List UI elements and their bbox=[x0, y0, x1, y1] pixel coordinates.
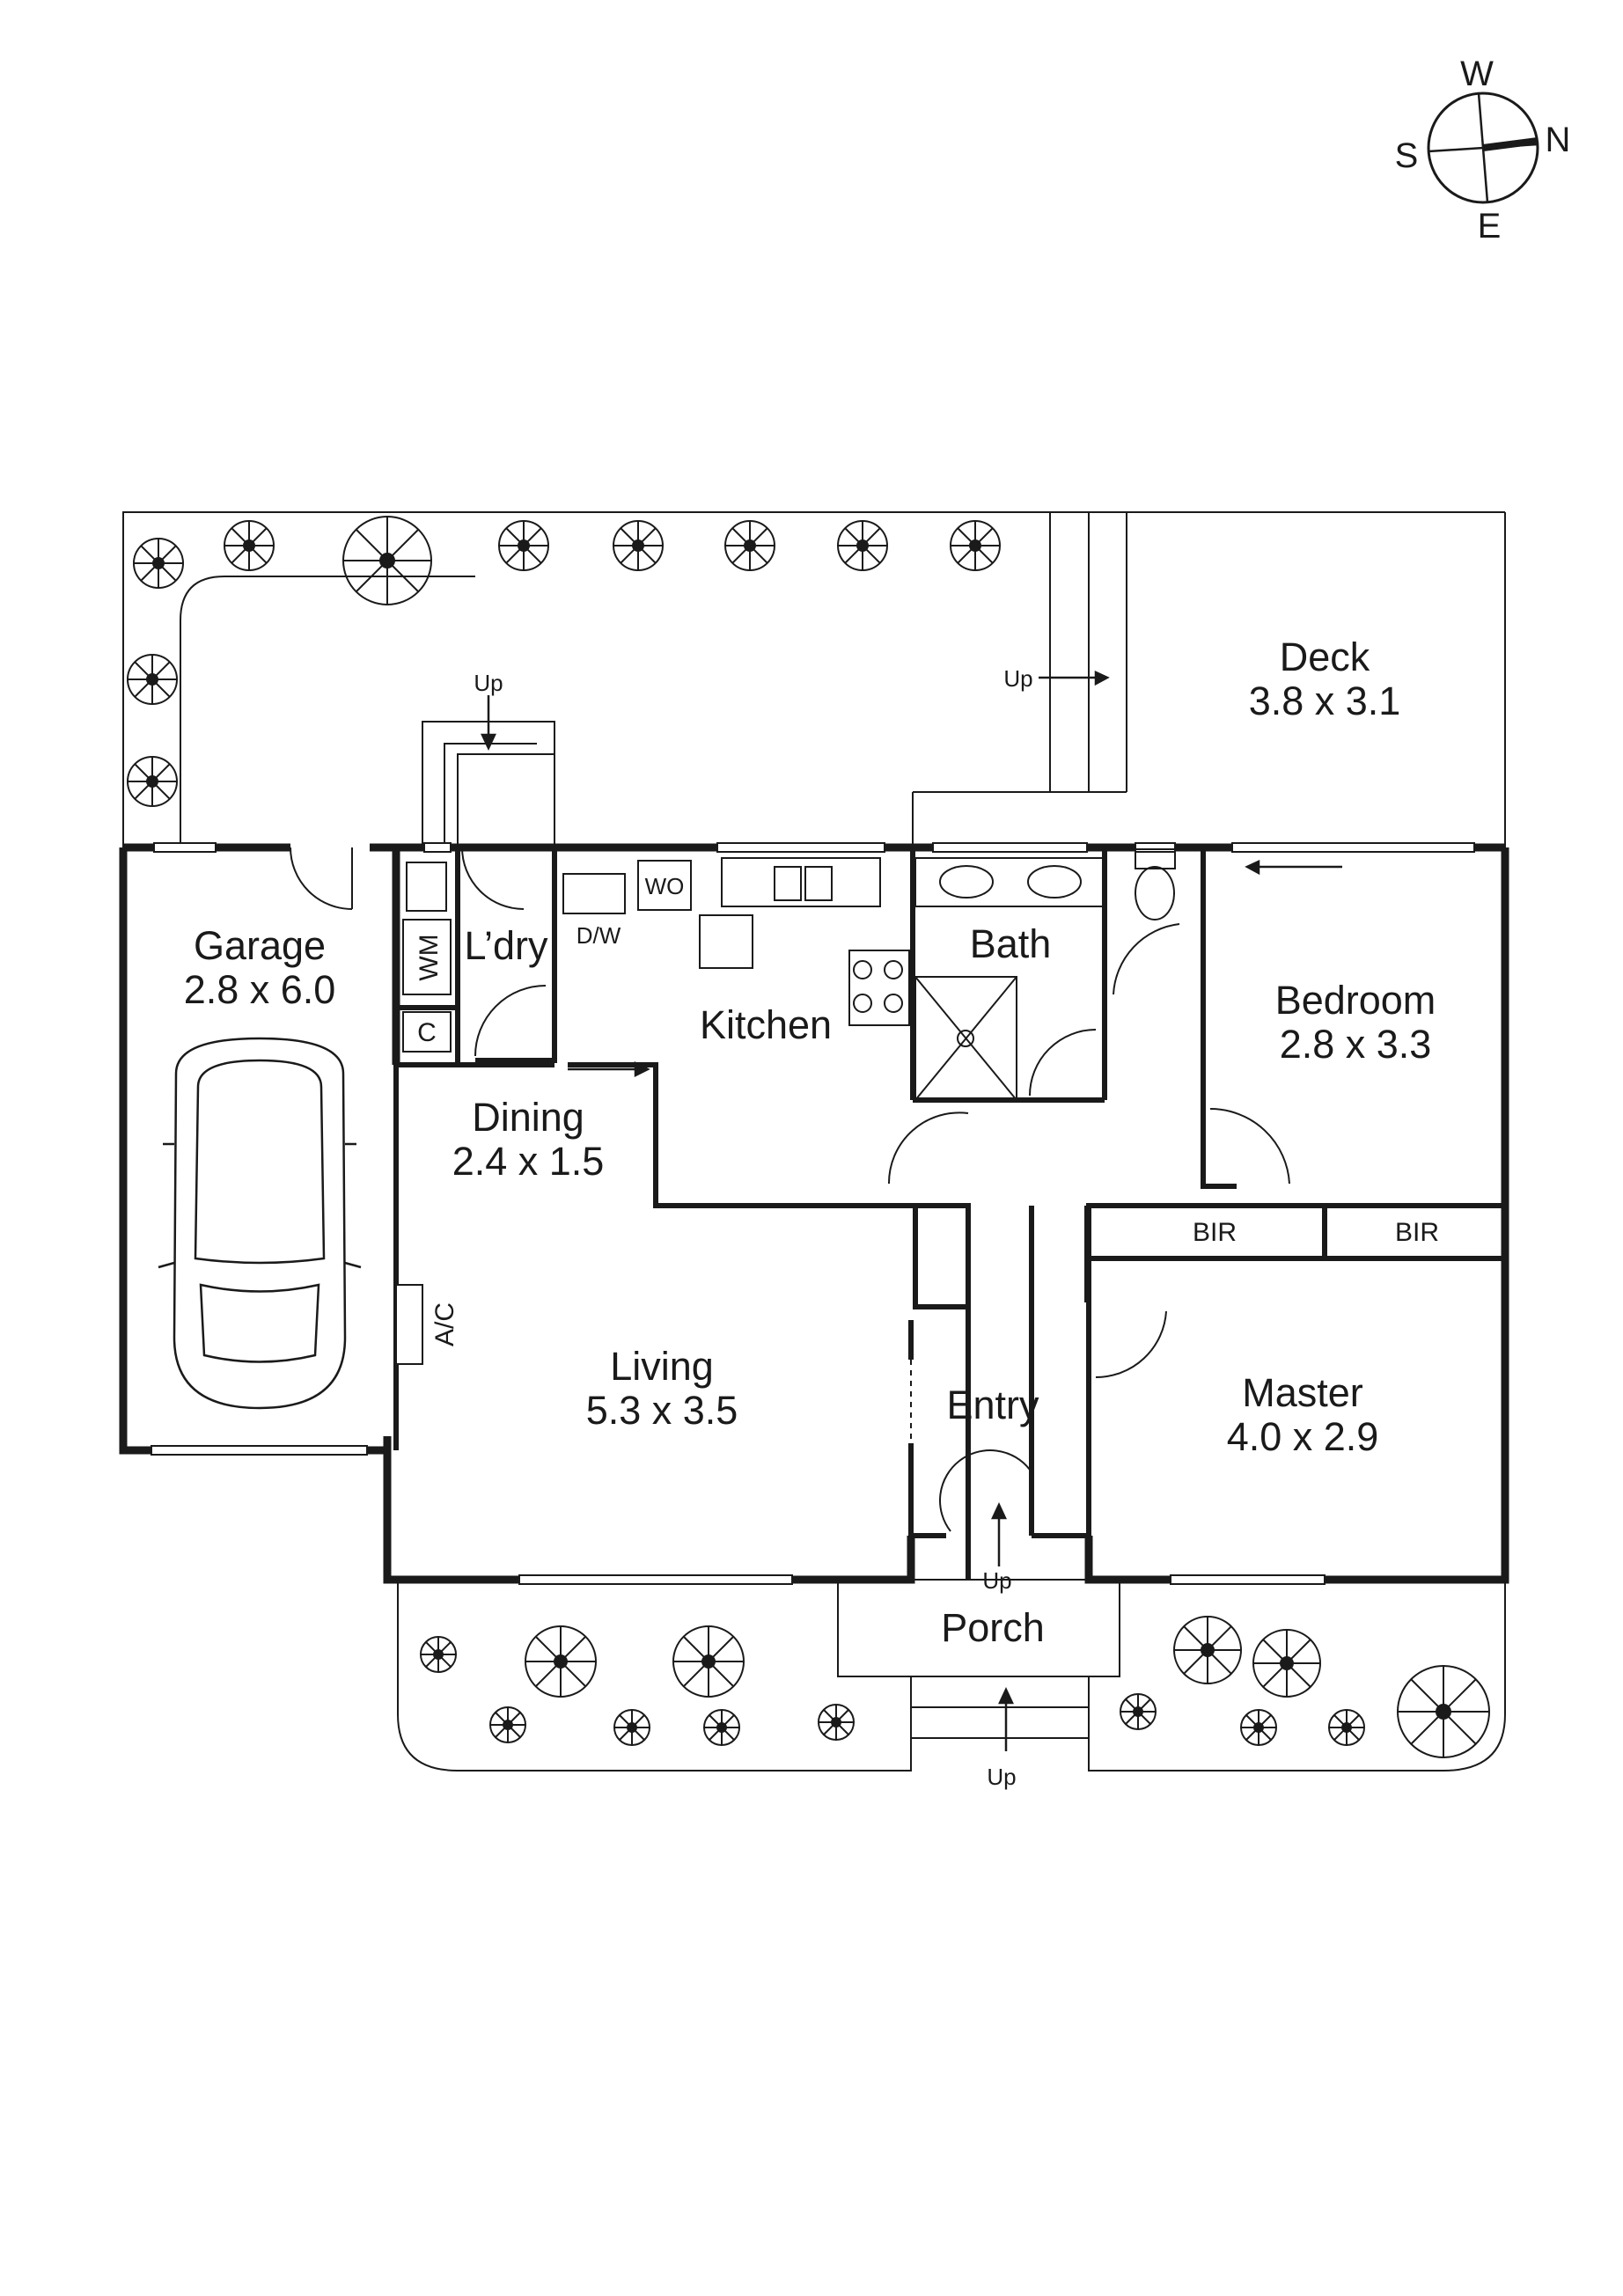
tree-icon bbox=[613, 1709, 650, 1746]
bir-bedroom-label: BIR bbox=[1395, 1218, 1439, 1247]
windows bbox=[151, 842, 1475, 1585]
bir-master-label: BIR bbox=[1193, 1218, 1237, 1247]
laundry-up-label: Up bbox=[474, 670, 503, 696]
tree-icon bbox=[950, 520, 1001, 571]
car-icon bbox=[158, 1037, 362, 1410]
living-name: Living bbox=[610, 1344, 714, 1389]
tree-icon bbox=[489, 1706, 526, 1743]
interior-walls bbox=[393, 847, 1505, 1580]
porch-name: Porch bbox=[941, 1605, 1045, 1650]
tree-icon bbox=[224, 520, 275, 571]
site-outline bbox=[122, 511, 1506, 1772]
tree-icon bbox=[724, 520, 775, 571]
bedroom-size: 2.8 x 3.3 bbox=[1280, 1022, 1432, 1067]
wall-oven-label: WO bbox=[645, 873, 685, 899]
tree-icon bbox=[1252, 1629, 1321, 1698]
kitchen-name: Kitchen bbox=[700, 1002, 832, 1047]
tree-icon bbox=[1173, 1616, 1242, 1684]
tree-icon bbox=[1120, 1693, 1157, 1730]
washing-machine-label: WM bbox=[415, 934, 444, 980]
compass-north-label: N bbox=[1546, 121, 1571, 159]
bath-name: Bath bbox=[970, 921, 1052, 966]
garage-name: Garage bbox=[194, 923, 326, 968]
tree-icon bbox=[420, 1636, 457, 1673]
tree-icon bbox=[1397, 1665, 1490, 1758]
deck-size: 3.8 x 3.1 bbox=[1249, 679, 1401, 723]
tree-icon bbox=[127, 756, 178, 807]
tree-icon bbox=[613, 520, 664, 571]
porch-up-label: Up bbox=[987, 1764, 1016, 1790]
arrows bbox=[481, 671, 1342, 1751]
tree-icon bbox=[1328, 1709, 1365, 1746]
compass: W N S E bbox=[1395, 55, 1571, 246]
fixtures bbox=[402, 848, 1176, 1101]
garage-size: 2.8 x 6.0 bbox=[184, 967, 336, 1012]
cupboard-label: C bbox=[417, 1018, 437, 1047]
dishwasher-label: D/W bbox=[576, 922, 621, 949]
entry-name: Entry bbox=[946, 1383, 1039, 1427]
tree-icon bbox=[837, 520, 888, 571]
tree-icon bbox=[498, 520, 549, 571]
tree-icon bbox=[133, 538, 184, 589]
master-name: Master bbox=[1242, 1370, 1363, 1415]
bedroom-name: Bedroom bbox=[1275, 978, 1436, 1023]
compass-west-label: W bbox=[1460, 55, 1494, 93]
living-size: 5.3 x 3.5 bbox=[586, 1388, 738, 1433]
compass-south-label: S bbox=[1395, 136, 1419, 175]
tree-icon bbox=[818, 1704, 855, 1741]
door-swings bbox=[290, 847, 1290, 1532]
laundry-name: L’dry bbox=[464, 923, 548, 968]
master-size: 4.0 x 2.9 bbox=[1227, 1414, 1379, 1459]
tree-icon bbox=[672, 1625, 745, 1698]
tree-icon bbox=[127, 654, 178, 705]
tree-icon bbox=[342, 516, 432, 605]
room-labels: Deck 3.8 x 3.1 Garage 2.8 x 6.0 L’dry Ki… bbox=[184, 635, 1436, 1650]
entry-up-label: Up bbox=[982, 1567, 1011, 1594]
deck-name: Deck bbox=[1280, 635, 1370, 679]
tree-icon bbox=[525, 1625, 597, 1698]
stair-labels: Up Up Up Up bbox=[474, 665, 1032, 1790]
tree-icon bbox=[1240, 1709, 1277, 1746]
compass-east-label: E bbox=[1478, 207, 1502, 246]
dining-name: Dining bbox=[472, 1095, 584, 1140]
deck-up-label: Up bbox=[1003, 665, 1032, 692]
air-conditioner-label: A/C bbox=[430, 1302, 459, 1346]
tree-icon bbox=[703, 1709, 740, 1746]
exterior-walls bbox=[119, 843, 1509, 1584]
dining-size: 2.4 x 1.5 bbox=[452, 1139, 605, 1184]
fixture-labels: WM C WO D/W BIR BIR A/C bbox=[415, 873, 1439, 1346]
garden-trees bbox=[127, 516, 1490, 1758]
